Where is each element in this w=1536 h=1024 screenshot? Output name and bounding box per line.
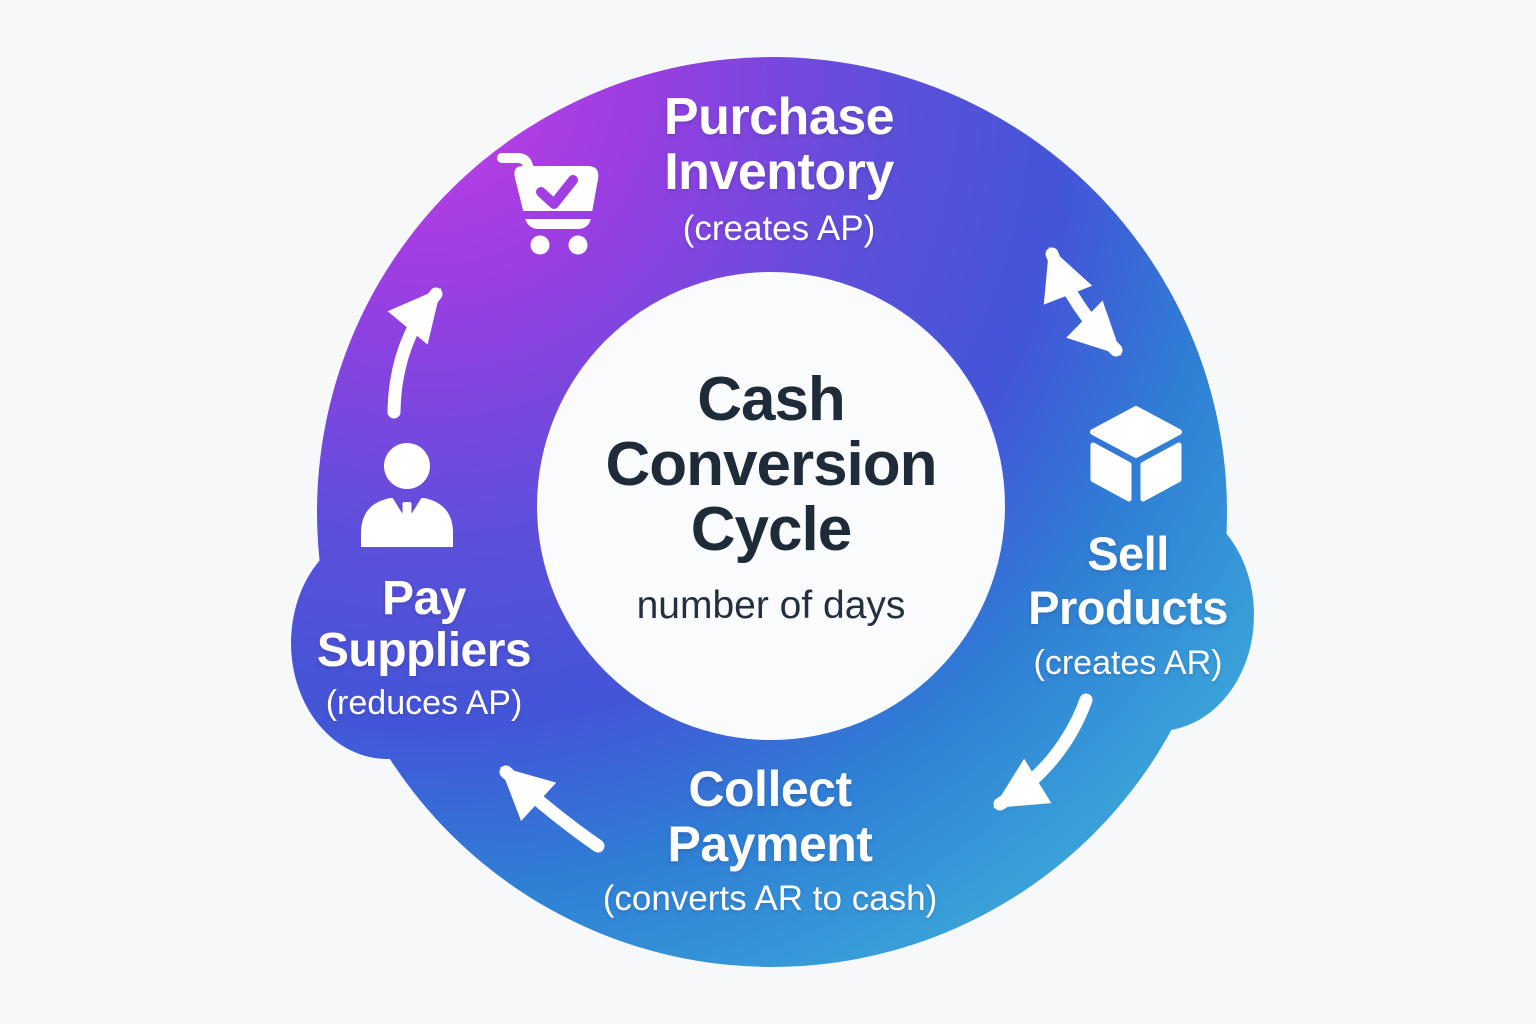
center-title-block: Cash Conversion Cycle number of days (605, 365, 937, 628)
center-subtitle: number of days (636, 584, 906, 627)
sell-to-collect-down-arrow-icon (993, 693, 1093, 811)
stage-sell-products: Sell Products (creates AR) (1028, 527, 1228, 683)
stage-label-purchase-inventory: Purchase Inventory (663, 88, 895, 201)
stage-label-sell-products: Sell Products (1028, 527, 1228, 634)
center-title: Cash Conversion Cycle (605, 365, 937, 564)
purchase-sell-double-arrow-icon (1043, 246, 1123, 357)
stage-purchase-inventory: Purchase Inventory (creates AP) (663, 88, 895, 249)
center-circle (537, 272, 1005, 740)
stage-note-sell-products: (creates AR) (1033, 644, 1223, 682)
stage-label-collect-payment: Collect Payment (667, 761, 873, 872)
stage-collect-payment: Collect Payment (converts AR to cash) (603, 762, 938, 919)
supplier-person-icon (361, 443, 453, 547)
stage-note-purchase-inventory: (creates AP) (682, 209, 876, 248)
package-cube-icon (1090, 406, 1182, 502)
stage-label-pay-suppliers: Pay Suppliers (316, 572, 532, 677)
pay-to-purchase-up-arrow-icon (387, 287, 443, 419)
stage-note-collect-payment: (converts AR to cash) (602, 879, 938, 918)
shopping-cart-check-icon (497, 153, 599, 255)
stage-note-pay-suppliers: (reduces AP) (325, 684, 523, 722)
stage-pay-suppliers: Pay Suppliers (reduces AP) (316, 572, 532, 723)
collect-to-pay-left-arrow-icon (499, 765, 605, 853)
